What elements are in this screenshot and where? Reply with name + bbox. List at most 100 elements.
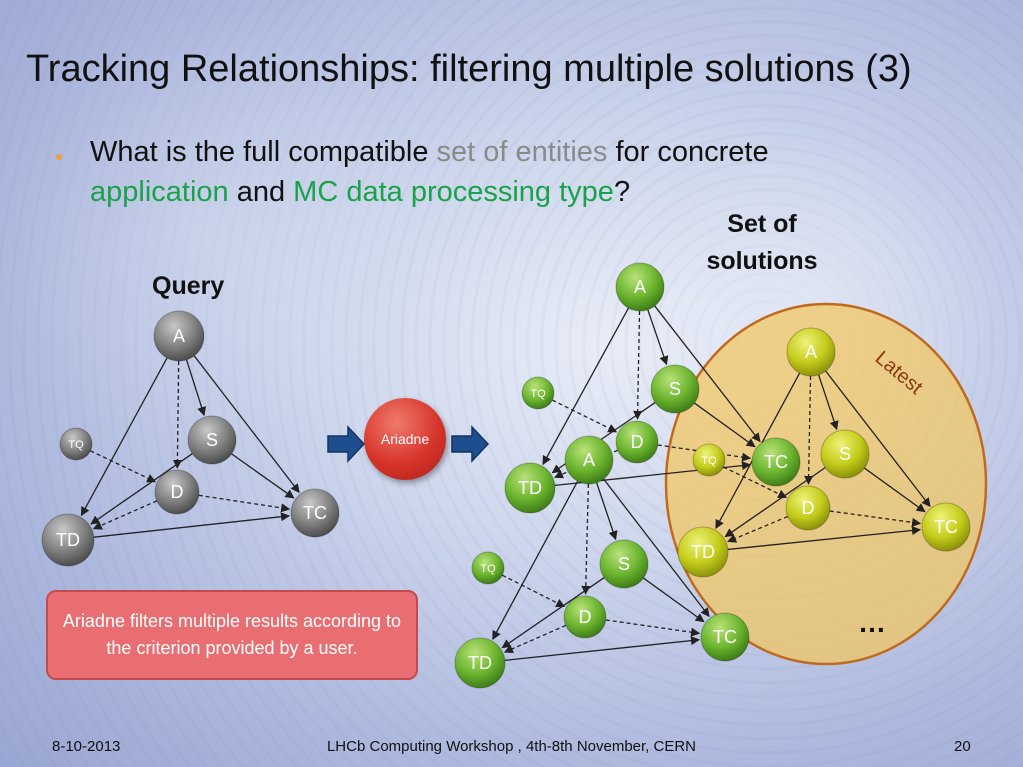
query-node-a-circle bbox=[153, 310, 205, 362]
query-node-s-label: S bbox=[206, 430, 218, 450]
query-node-td: TD bbox=[41, 513, 95, 567]
latest-edge-a-s bbox=[817, 374, 839, 431]
sol1-node-s-circle bbox=[650, 364, 700, 414]
bullet-point: What is the full compatible set of entit… bbox=[56, 132, 916, 212]
mc-data-type-highlight: MC data processing type bbox=[293, 176, 614, 208]
query-edge-a-tc bbox=[193, 355, 300, 494]
latest-node-td-label: TD bbox=[691, 542, 715, 562]
query-node-d: D bbox=[154, 469, 200, 515]
sol2-node-d-label: D bbox=[579, 607, 592, 627]
sol1-node-d-label: D bbox=[631, 432, 644, 452]
latest-solution-highlight bbox=[664, 302, 988, 666]
sol2-node-tc-label: TC bbox=[713, 627, 737, 647]
footer-page-number: 20 bbox=[954, 738, 971, 755]
sol1-node-tc: TC bbox=[751, 437, 801, 487]
sol1-node-d: D bbox=[615, 420, 659, 464]
bullet-dot-icon bbox=[56, 154, 62, 160]
latest-edge-s-tc bbox=[864, 467, 926, 513]
sol1-node-td-circle bbox=[504, 462, 556, 514]
sol2-node-s-circle bbox=[599, 539, 649, 589]
sol2-node-tc-circle bbox=[700, 612, 750, 662]
sol1-edge-a-d bbox=[633, 310, 643, 420]
query-node-tc-circle bbox=[290, 488, 340, 538]
query-edge-s-tc bbox=[231, 453, 295, 499]
query-edge-td-tc bbox=[93, 512, 291, 538]
sol1-edge-d-td bbox=[553, 449, 618, 479]
sol2-node-td-circle bbox=[454, 637, 506, 689]
ariadne-label: Ariadne bbox=[380, 431, 430, 447]
more-solutions-ellipsis: … bbox=[858, 607, 886, 638]
sol2-edge-a-tc bbox=[603, 478, 710, 618]
latest-node-a-label: A bbox=[805, 342, 817, 362]
query-node-s-circle bbox=[187, 415, 237, 465]
latest-node-d: D bbox=[785, 485, 831, 531]
sol2-node-d: D bbox=[563, 595, 607, 639]
query-node-tc-label: TC bbox=[303, 503, 327, 523]
sol2-node-d-circle bbox=[563, 595, 607, 639]
set-of-entities-highlight: set of entities bbox=[436, 136, 608, 168]
query-node-td-label: TD bbox=[56, 530, 80, 550]
sol2-node-s-label: S bbox=[618, 554, 630, 574]
latest-node-tc-label: TC bbox=[934, 517, 958, 537]
latest-node-tq: TQ bbox=[692, 443, 726, 477]
sol1-node-a-label: A bbox=[634, 277, 646, 297]
query-node-tq-label: TQ bbox=[68, 439, 84, 451]
sol1-node-td-label: TD bbox=[518, 478, 542, 498]
sol2-edge-td-tc bbox=[504, 636, 701, 662]
query-node-tc: TC bbox=[290, 488, 340, 538]
sol1-edge-tq-d bbox=[552, 399, 618, 433]
sol1-node-tq: TQ bbox=[521, 376, 555, 410]
query-node-d-circle bbox=[154, 469, 200, 515]
query-heading: Query bbox=[152, 272, 225, 300]
sol2-node-s: S bbox=[599, 539, 649, 589]
ariadne-note-text: Ariadne filters multiple results accordi… bbox=[62, 611, 402, 658]
sol2-edge-s-tc bbox=[643, 577, 705, 623]
latest-node-a-circle bbox=[786, 327, 836, 377]
latest-node-s-label: S bbox=[839, 444, 851, 464]
sol1-edge-a-s bbox=[647, 309, 669, 366]
application-highlight: application bbox=[90, 176, 229, 208]
sol1-edge-s-tc bbox=[694, 402, 756, 448]
bullet-text-part3: and bbox=[228, 176, 294, 208]
latest-edge-d-tc bbox=[829, 510, 922, 527]
sol2-edge-tq-d bbox=[501, 574, 566, 608]
sol2-node-a: A bbox=[564, 435, 614, 485]
query-edge-a-td bbox=[80, 357, 168, 517]
query-node-tq-circle bbox=[59, 427, 93, 461]
sol1-node-d-circle bbox=[615, 420, 659, 464]
latest-node-d-label: D bbox=[802, 498, 815, 518]
query-node-td-circle bbox=[41, 513, 95, 567]
latest-node-td-circle bbox=[677, 526, 729, 578]
bullet-text-part2: for concrete bbox=[607, 136, 769, 168]
edges-layer bbox=[80, 305, 931, 662]
query-edge-s-td bbox=[90, 453, 193, 525]
sol1-node-tc-label: TC bbox=[764, 452, 788, 472]
footer-event: LHCb Computing Workshop , 4th-8th Novemb… bbox=[326, 738, 697, 755]
sol1-node-s: S bbox=[650, 364, 700, 414]
query-node-a-label: A bbox=[173, 326, 185, 346]
sol2-edge-a-d bbox=[581, 483, 591, 595]
latest-edge-d-td bbox=[727, 515, 788, 543]
sol1-edge-a-td bbox=[542, 307, 630, 466]
query-edge-d-tc bbox=[198, 494, 291, 513]
sol1-node-td: TD bbox=[504, 462, 556, 514]
sol1-node-tq-label: TQ bbox=[530, 388, 546, 400]
sol2-node-tq-label: TQ bbox=[480, 563, 496, 575]
sol1-node-a: A bbox=[615, 262, 665, 312]
sol2-node-td-label: TD bbox=[468, 653, 492, 673]
query-node-s: S bbox=[187, 415, 237, 465]
bullet-text-part1: What is the full compatible bbox=[90, 136, 437, 168]
ariadne-filter-node: Ariadne bbox=[364, 398, 446, 480]
sol2-edge-d-td bbox=[503, 624, 567, 654]
query-node-tq: TQ bbox=[59, 427, 93, 461]
query-edge-a-s bbox=[185, 359, 206, 417]
latest-edge-tq-d bbox=[723, 466, 788, 499]
ariadne-note-callout: Ariadne filters multiple results accordi… bbox=[46, 590, 418, 680]
latest-edge-a-tc bbox=[825, 370, 931, 508]
sol1-edge-d-tc bbox=[657, 444, 752, 462]
sol1-edge-a-tc bbox=[654, 305, 761, 443]
query-edge-tq-d bbox=[90, 450, 157, 483]
footer-date: 8-10-2013 bbox=[52, 738, 121, 755]
sol1-node-tq-circle bbox=[521, 376, 555, 410]
